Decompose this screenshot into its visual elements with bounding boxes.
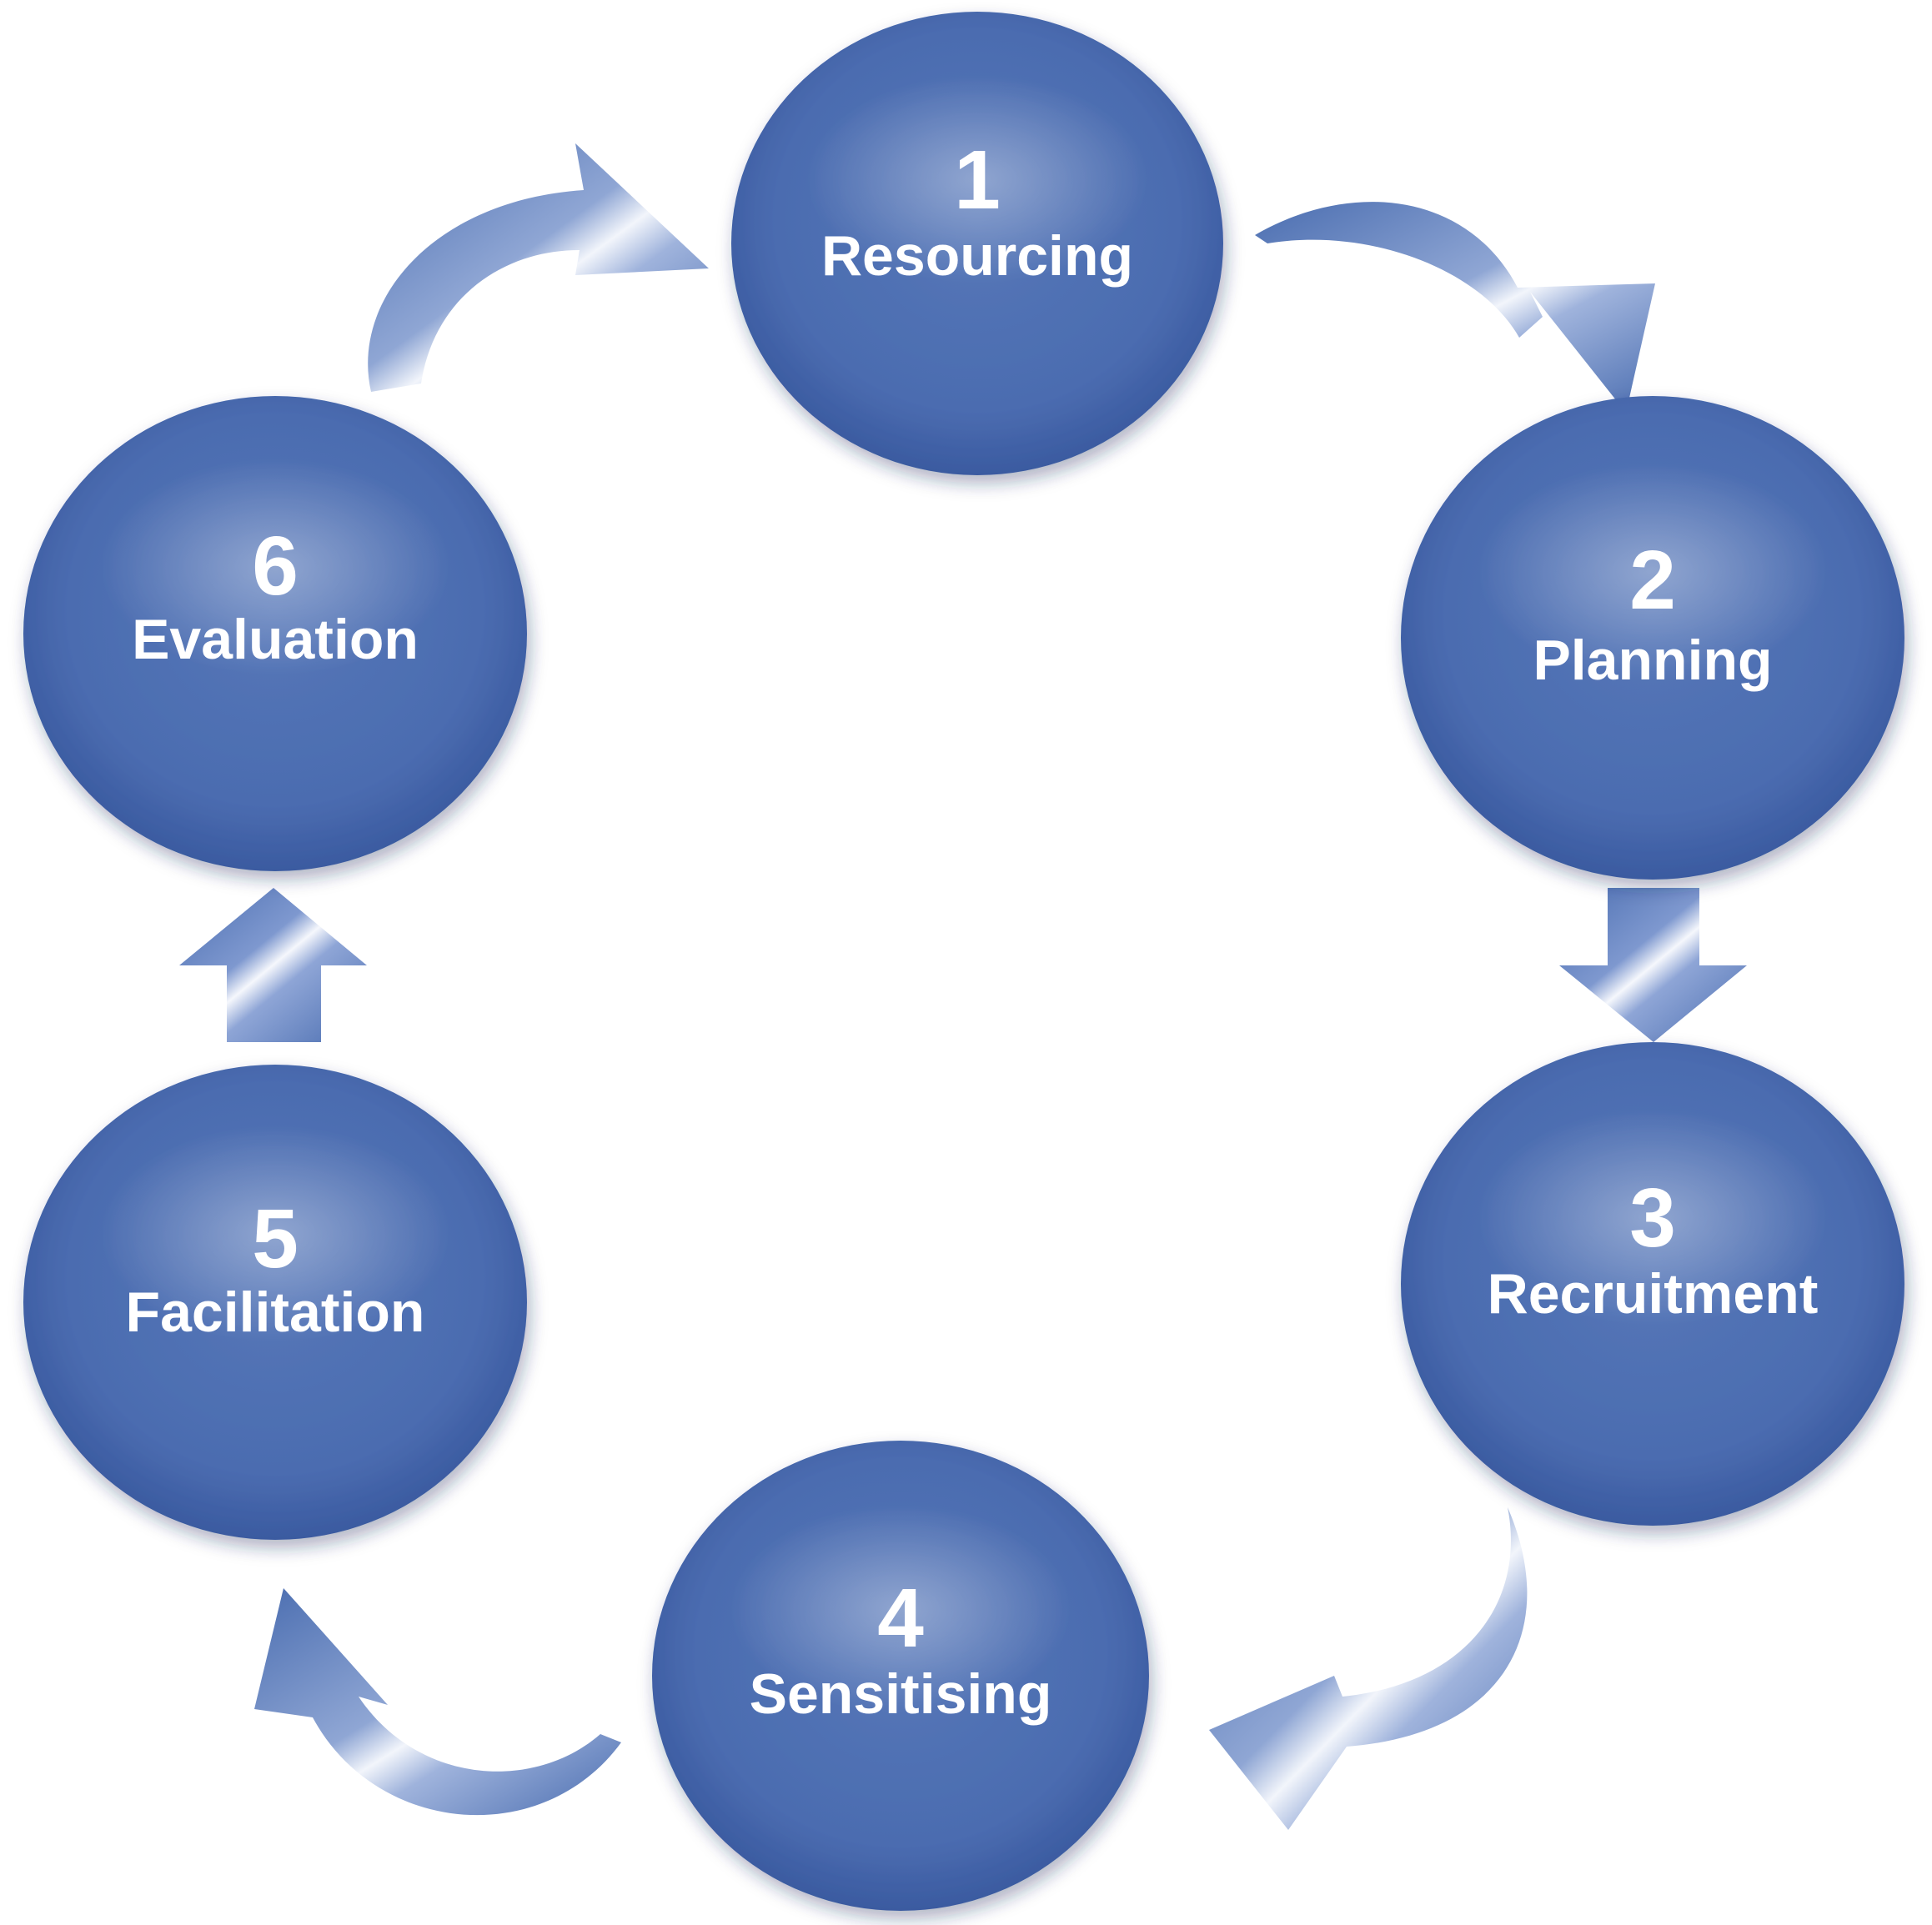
step-label-4: Sensitising [750, 1662, 1052, 1726]
arrow-4-to-5 [254, 1588, 621, 1816]
step-label-5: Facilitation [126, 1281, 425, 1344]
step-number-1: 1 [954, 133, 1001, 227]
step-number-4: 4 [877, 1572, 924, 1665]
step-node-3 [1401, 1042, 1904, 1526]
step-number-6: 6 [252, 519, 299, 613]
step-label-3: Recruitment [1488, 1262, 1819, 1326]
step-node-2 [1401, 396, 1904, 880]
step-label-1: Resourcing [821, 224, 1133, 288]
step-number-2: 2 [1629, 534, 1676, 627]
step-node-1 [731, 12, 1223, 475]
step-node-4 [652, 1441, 1149, 1911]
step-node-5 [23, 1065, 527, 1540]
step-label-2: Planning [1533, 629, 1772, 692]
step-number-3: 3 [1629, 1171, 1676, 1265]
arrow-1-to-2 [1255, 202, 1655, 413]
arrow-5-to-6 [179, 888, 367, 1042]
step-number-5: 5 [252, 1192, 299, 1286]
arrow-3-to-4 [1209, 1507, 1528, 1830]
arrow-2-to-3 [1559, 888, 1747, 1042]
arrow-6-to-1 [368, 143, 709, 392]
step-node-6 [23, 396, 527, 871]
step-label-6: Evaluation [132, 608, 419, 671]
